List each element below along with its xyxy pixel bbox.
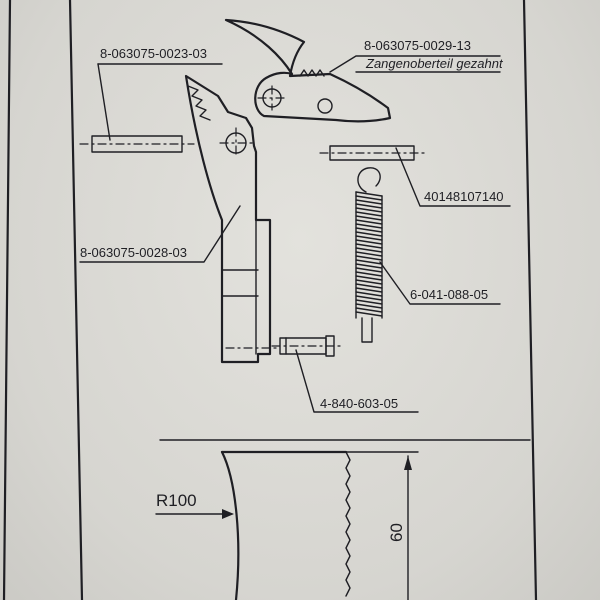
spring-part bbox=[355, 167, 383, 343]
label-height: 60 bbox=[387, 523, 406, 542]
lower-jaw-part bbox=[184, 74, 277, 364]
bolt-part bbox=[271, 335, 345, 357]
label-spring-pin: 40148107140 bbox=[424, 189, 504, 204]
label-spring: 6-041-088-05 bbox=[410, 287, 488, 302]
upper-pin-part bbox=[79, 135, 195, 153]
leader-lines bbox=[79, 55, 511, 413]
upper-jaw-part bbox=[224, 18, 392, 123]
label-lower-jaw: 8-063075-0028-03 bbox=[80, 245, 187, 260]
label-bolt: 4-840-603-05 bbox=[320, 396, 398, 411]
frame-line-right bbox=[522, 0, 538, 600]
label-upper-jaw: 8-063075-0029-13 bbox=[364, 38, 471, 53]
label-upper-pin: 8-063075-0023-03 bbox=[100, 46, 207, 61]
sheet-border-left bbox=[2, 0, 12, 600]
frame-line-left bbox=[68, 0, 84, 600]
label-upper-jaw-name: Zangenoberteil gezahnt bbox=[365, 56, 504, 71]
label-radius: R100 bbox=[156, 491, 197, 510]
profile-detail bbox=[155, 439, 531, 600]
spring-pin-part bbox=[319, 145, 427, 161]
